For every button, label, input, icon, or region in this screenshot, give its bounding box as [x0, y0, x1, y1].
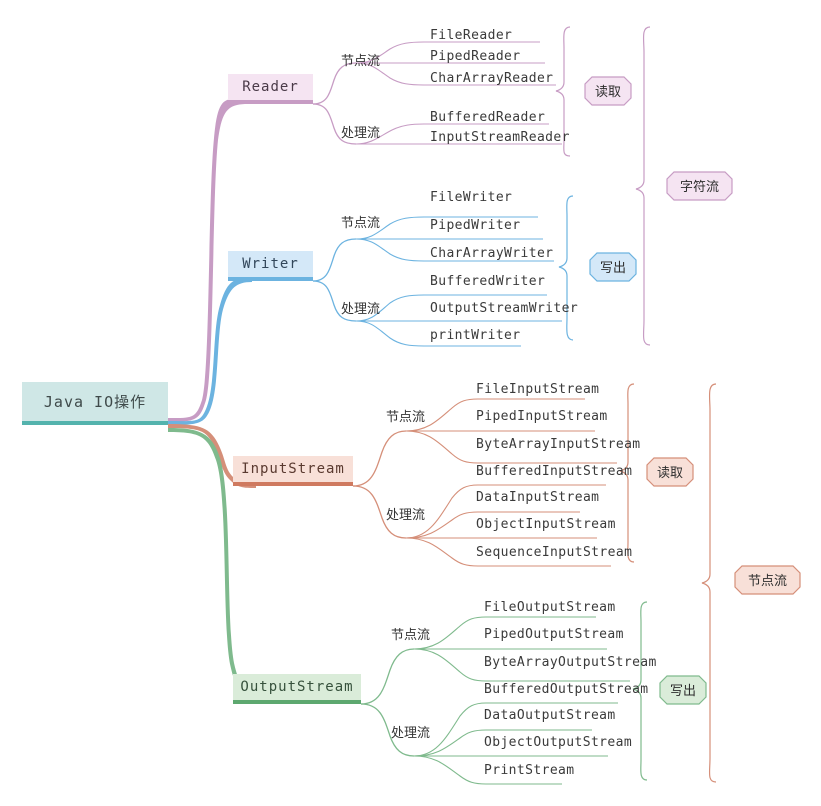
leaf-writer-4[interactable]: OutputStreamWriter — [430, 301, 579, 316]
character-stream-bracket — [635, 26, 651, 346]
summary-writer[interactable]: 写出 — [600, 260, 627, 276]
leaf-reader-2[interactable]: CharArrayReader — [430, 71, 554, 86]
leaf-outputstream-0[interactable]: FileOutputStream — [484, 600, 616, 615]
leaf-outputstream-6[interactable]: PrintStream — [484, 763, 575, 778]
writer-bracket — [558, 195, 574, 341]
sublabel-outputstream-process-stream: 处理流 — [391, 726, 431, 741]
leaf-writer-3[interactable]: BufferedWriter — [430, 274, 546, 289]
sublabel-inputstream-node-stream: 节点流 — [386, 410, 426, 425]
leaf-inputstream-1[interactable]: PipedInputStream — [476, 409, 608, 424]
writer-split — [312, 238, 357, 282]
leaf-writer-5[interactable]: printWriter — [430, 328, 521, 343]
sublabel-outputstream-node-stream: 节点流 — [391, 628, 431, 643]
leaf-inputstream-4[interactable]: DataInputStream — [476, 490, 600, 505]
byte-stream-bracket — [701, 383, 717, 783]
reader-split — [312, 62, 357, 105]
leaf-writer-1[interactable]: PipedWriter — [430, 218, 521, 233]
leaf-writer-2[interactable]: CharArrayWriter — [430, 246, 554, 261]
leaf-reader-4[interactable]: InputStreamReader — [430, 130, 570, 145]
outputstream-split — [360, 648, 415, 705]
leaf-inputstream-6[interactable]: SequenceInputStream — [476, 545, 633, 560]
trunk-writer — [168, 277, 252, 425]
inputstream-leaf-line-3 — [405, 430, 479, 464]
outputstream-leaf-line-7 — [413, 755, 487, 785]
branch-node-writer[interactable]: Writer — [228, 251, 313, 281]
branch-node-reader[interactable]: Reader — [228, 74, 313, 104]
inputstream-split — [352, 430, 407, 487]
leaf-inputstream-0[interactable]: FileInputStream — [476, 382, 600, 397]
leaf-inputstream-3[interactable]: BufferedInputStream — [476, 464, 633, 479]
sublabel-writer-process-stream: 处理流 — [341, 302, 381, 317]
branch-node-outputstream[interactable]: OutputStream — [233, 674, 361, 704]
sublabel-writer-node-stream: 节点流 — [341, 216, 381, 231]
leaf-reader-0[interactable]: FileReader — [430, 28, 513, 43]
leaf-reader-1[interactable]: PipedReader — [430, 49, 521, 64]
leaf-outputstream-3[interactable]: BufferedOutputStream — [484, 682, 649, 697]
leaf-inputstream-5[interactable]: ObjectInputStream — [476, 517, 616, 532]
leaf-reader-3[interactable]: BufferedReader — [430, 110, 546, 125]
summary-outputstream[interactable]: 写出 — [670, 683, 697, 699]
leaf-outputstream-4[interactable]: DataOutputStream — [484, 708, 616, 723]
sublabel-reader-node-stream: 节点流 — [341, 54, 381, 69]
summary-reader[interactable]: 读取 — [595, 84, 622, 100]
sublabel-inputstream-process-stream: 处理流 — [386, 508, 426, 523]
summary-inputstream[interactable]: 读取 — [657, 465, 684, 481]
inputstream-leaf-line-7 — [405, 537, 479, 567]
branch-node-inputstream[interactable]: InputStream — [233, 456, 353, 486]
root-node[interactable]: Java IO操作 — [22, 382, 168, 425]
leaf-inputstream-2[interactable]: ByteArrayInputStream — [476, 437, 641, 452]
leaf-writer-0[interactable]: FileWriter — [430, 190, 513, 205]
leaf-outputstream-2[interactable]: ByteArrayOutputStream — [484, 655, 657, 670]
sublabel-reader-process-stream: 处理流 — [341, 126, 381, 141]
leaf-outputstream-1[interactable]: PipedOutputStream — [484, 627, 624, 642]
leaf-outputstream-5[interactable]: ObjectOutputStream — [484, 735, 633, 750]
writer-leaf-line-6 — [355, 320, 425, 347]
writer-leaf-line-3 — [355, 238, 425, 262]
outputstream-leaf-line-3 — [413, 648, 487, 682]
summary-character-stream[interactable]: 字符流 — [679, 179, 719, 195]
summary-byte-stream[interactable]: 节点流 — [747, 573, 787, 589]
